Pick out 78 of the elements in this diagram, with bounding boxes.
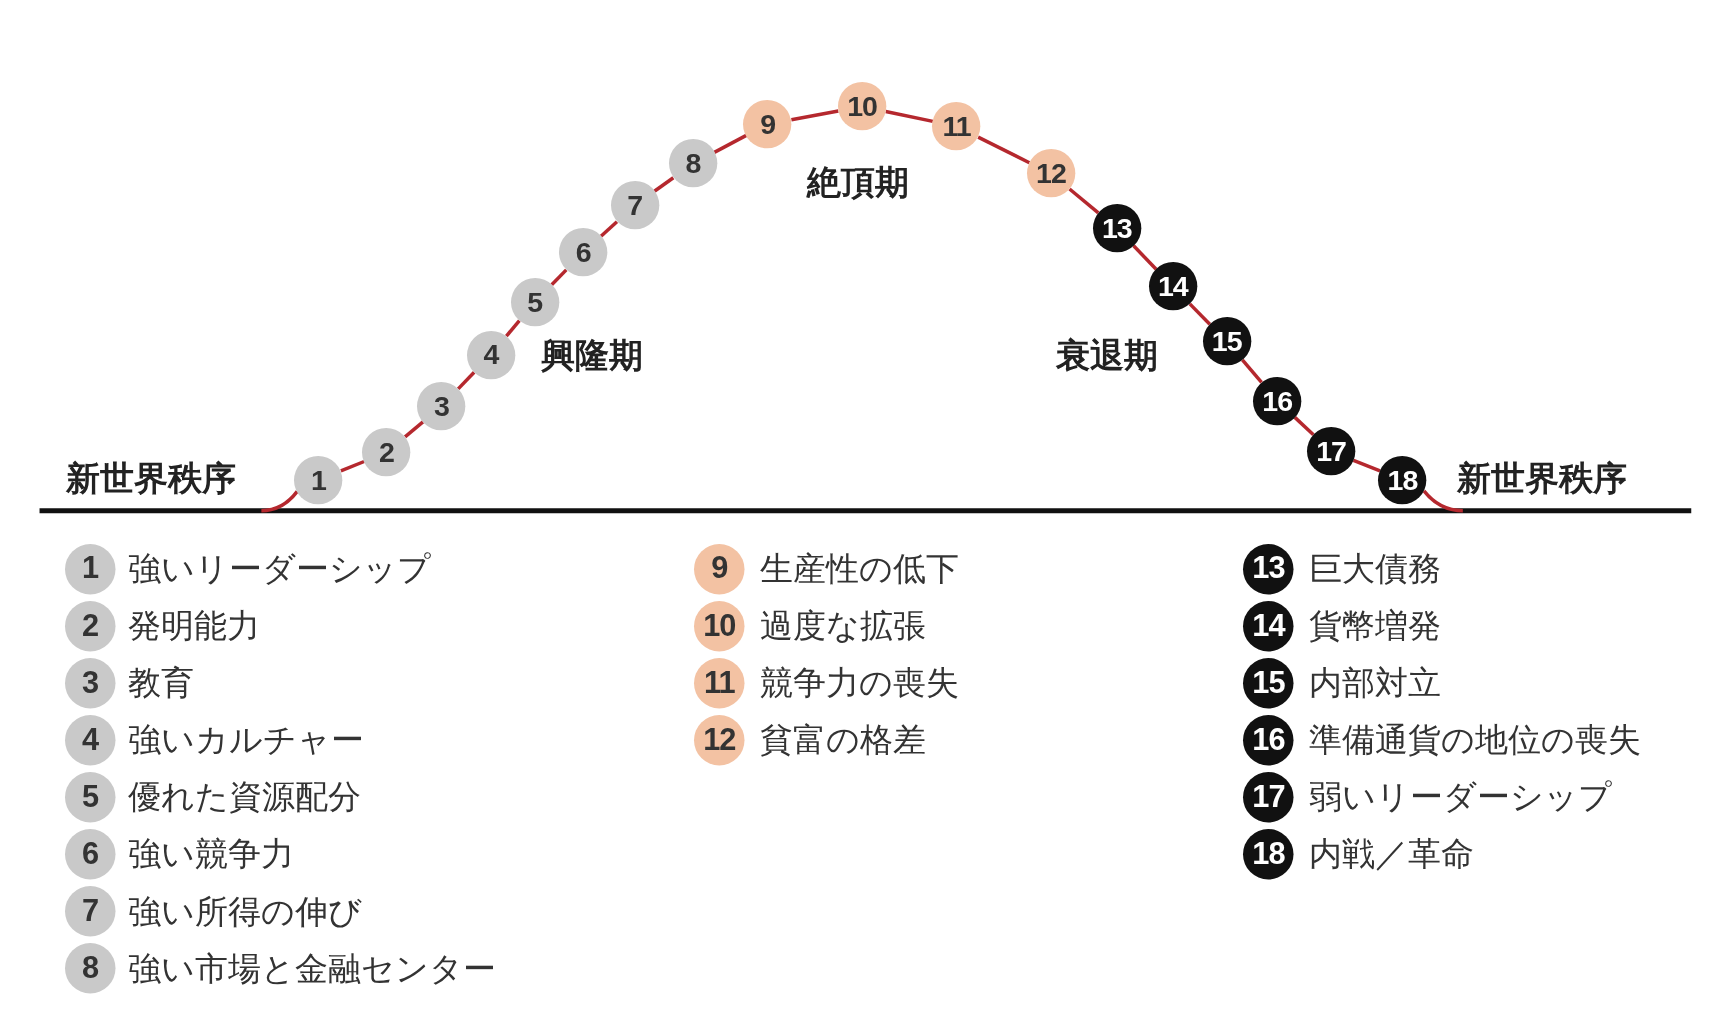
curve-line [1293, 416, 1315, 437]
curve-line [599, 220, 619, 238]
number-circle: 12 [1026, 149, 1076, 198]
number-circle: 18 [1243, 829, 1294, 880]
number-circle: 1 [64, 543, 116, 595]
list-text: 優れた資源配分 [128, 780, 362, 814]
list-text: 準備通貨の地位の喪失 [1309, 723, 1642, 757]
number-circle: 2 [64, 600, 116, 652]
number-circle: 15 [1243, 657, 1294, 709]
number-circle: 10 [837, 82, 887, 131]
number-circle: 9 [694, 543, 745, 595]
number-circle: 6 [64, 829, 116, 880]
curve-line [1422, 489, 1463, 513]
number-circle: 7 [64, 886, 116, 937]
number-circle: 11 [694, 657, 745, 709]
curve-line [403, 420, 425, 439]
list-text: 内戦／革命 [1309, 837, 1475, 871]
number-circle: 17 [1243, 772, 1294, 823]
number-circle: 5 [64, 772, 116, 823]
curve-line [977, 135, 1031, 165]
list-text: 生産性の低下 [759, 551, 959, 585]
list-text: 過度な拡張 [759, 608, 926, 642]
list-text: 強い市場と金融センター [128, 951, 497, 985]
list-text: 強い競争力 [128, 837, 295, 871]
curve-line [340, 459, 365, 473]
phase-label: 衰退期 [1056, 338, 1159, 373]
number-circle: 13 [1243, 543, 1294, 595]
list-text: 競争力の喪失 [759, 666, 959, 700]
curve-line [653, 176, 675, 193]
number-circle: 4 [64, 714, 116, 766]
number-circle: 8 [668, 139, 718, 188]
curve-line [1068, 187, 1100, 215]
list-text: 内部対立 [1309, 666, 1442, 700]
curve-line [791, 109, 839, 122]
number-circle: 15 [1202, 317, 1251, 366]
list-text: 強いカルチャー [128, 723, 365, 757]
number-circle: 14 [1243, 600, 1294, 652]
number-circle: 2 [362, 428, 411, 477]
number-circle: 13 [1092, 204, 1142, 253]
curve-line [1188, 302, 1212, 326]
number-circle: 5 [510, 277, 559, 327]
curve-line [1241, 358, 1263, 384]
number-circle: 1 [294, 455, 343, 505]
number-circle: 14 [1148, 262, 1198, 311]
number-circle: 18 [1378, 455, 1427, 505]
number-circle: 12 [694, 714, 745, 766]
curve-line [713, 133, 748, 154]
list-text: 発明能力 [128, 608, 261, 642]
number-circle: 10 [694, 600, 745, 652]
number-circle: 7 [610, 181, 659, 230]
curve-line [1352, 458, 1381, 473]
list-text: 教育 [128, 666, 195, 700]
curve-line [885, 109, 934, 124]
list-text: 巨大債務 [1309, 551, 1442, 585]
list-text: 貨幣増発 [1309, 608, 1442, 642]
number-circle: 9 [743, 99, 792, 149]
curve-line [261, 490, 299, 513]
phase-label: 興隆期 [541, 338, 644, 373]
list-text: 強いリーダーシップ [128, 551, 432, 585]
order-label: 新世界秩序 [65, 461, 236, 496]
number-circle: 3 [64, 657, 116, 709]
phase-label: 絶頂期 [807, 164, 910, 199]
number-circle: 8 [64, 943, 116, 994]
number-circle: 4 [466, 330, 516, 379]
curve-line [456, 370, 476, 391]
number-circle: 16 [1243, 714, 1294, 766]
list-text: 強い所得の伸び [128, 894, 363, 928]
number-circle: 11 [932, 102, 981, 151]
list-text: 貧富の格差 [759, 723, 926, 757]
curve-line [550, 268, 568, 286]
number-circle: 16 [1253, 376, 1302, 425]
order-label: 新世界秩序 [1457, 461, 1628, 496]
number-circle: 17 [1306, 427, 1356, 476]
number-circle: 6 [559, 228, 608, 277]
curve-line [1132, 244, 1158, 271]
number-circle: 3 [417, 382, 466, 431]
curve-line [505, 319, 521, 338]
list-text: 弱いリーダーシップ [1309, 780, 1613, 814]
